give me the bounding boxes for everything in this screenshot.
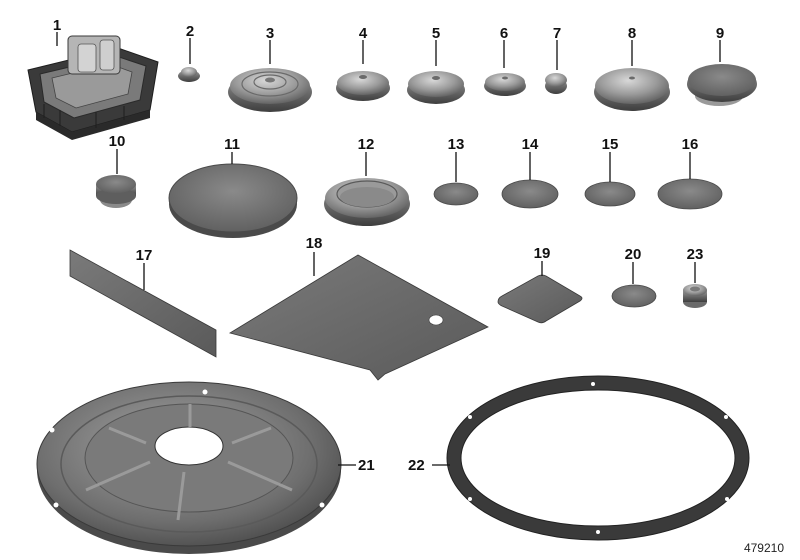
part-17-strip	[69, 249, 217, 358]
part-15-pad	[584, 181, 636, 207]
part-12-ring-grommet	[324, 178, 410, 226]
callout-5: 5	[432, 25, 440, 42]
callout-1: 1	[53, 17, 61, 34]
callout-22: 22	[408, 457, 425, 474]
part-9-blind-plug	[687, 64, 757, 106]
callout-12: 12	[358, 136, 375, 153]
part-5-grommet	[407, 71, 465, 104]
part-16-pad	[657, 178, 723, 210]
diagram-reference-number: 479210	[744, 541, 784, 555]
callout-2: 2	[186, 23, 194, 40]
part-23-nut	[683, 284, 707, 308]
callout-16: 16	[682, 136, 699, 153]
callout-10: 10	[109, 133, 126, 150]
callout-20: 20	[625, 246, 642, 263]
part-7-cap	[545, 73, 567, 94]
part-10-cap	[96, 175, 136, 208]
callout-7: 7	[553, 25, 561, 42]
part-21-cover-plate	[36, 381, 342, 554]
part-8-grommet	[594, 68, 670, 111]
callout-23: 23	[687, 246, 704, 263]
callout-3: 3	[266, 25, 274, 42]
callout-8: 8	[628, 25, 636, 42]
callout-14: 14	[522, 136, 539, 153]
part-18-sheet	[228, 254, 489, 381]
part-20-pad	[611, 284, 657, 308]
part-6-grommet	[484, 73, 526, 96]
part-1-jack-pad	[27, 35, 159, 140]
callout-6: 6	[500, 25, 508, 42]
callout-13: 13	[448, 136, 465, 153]
part-2-small-plug	[178, 67, 200, 82]
callout-4: 4	[359, 25, 368, 42]
part-3-grommet	[228, 68, 312, 112]
part-22-gasket-ring	[446, 375, 750, 541]
callout-9: 9	[716, 25, 724, 42]
part-19-square-pad	[497, 274, 583, 324]
part-13-pad	[433, 182, 479, 206]
part-11-disc	[168, 163, 298, 238]
callout-19: 19	[534, 245, 551, 262]
callout-21: 21	[358, 457, 375, 474]
part-14-pad	[501, 179, 559, 209]
callout-17: 17	[136, 247, 153, 264]
callout-15: 15	[602, 136, 619, 153]
callout-18: 18	[306, 235, 323, 252]
part-4-grommet	[336, 71, 390, 101]
callout-11: 11	[224, 136, 240, 153]
